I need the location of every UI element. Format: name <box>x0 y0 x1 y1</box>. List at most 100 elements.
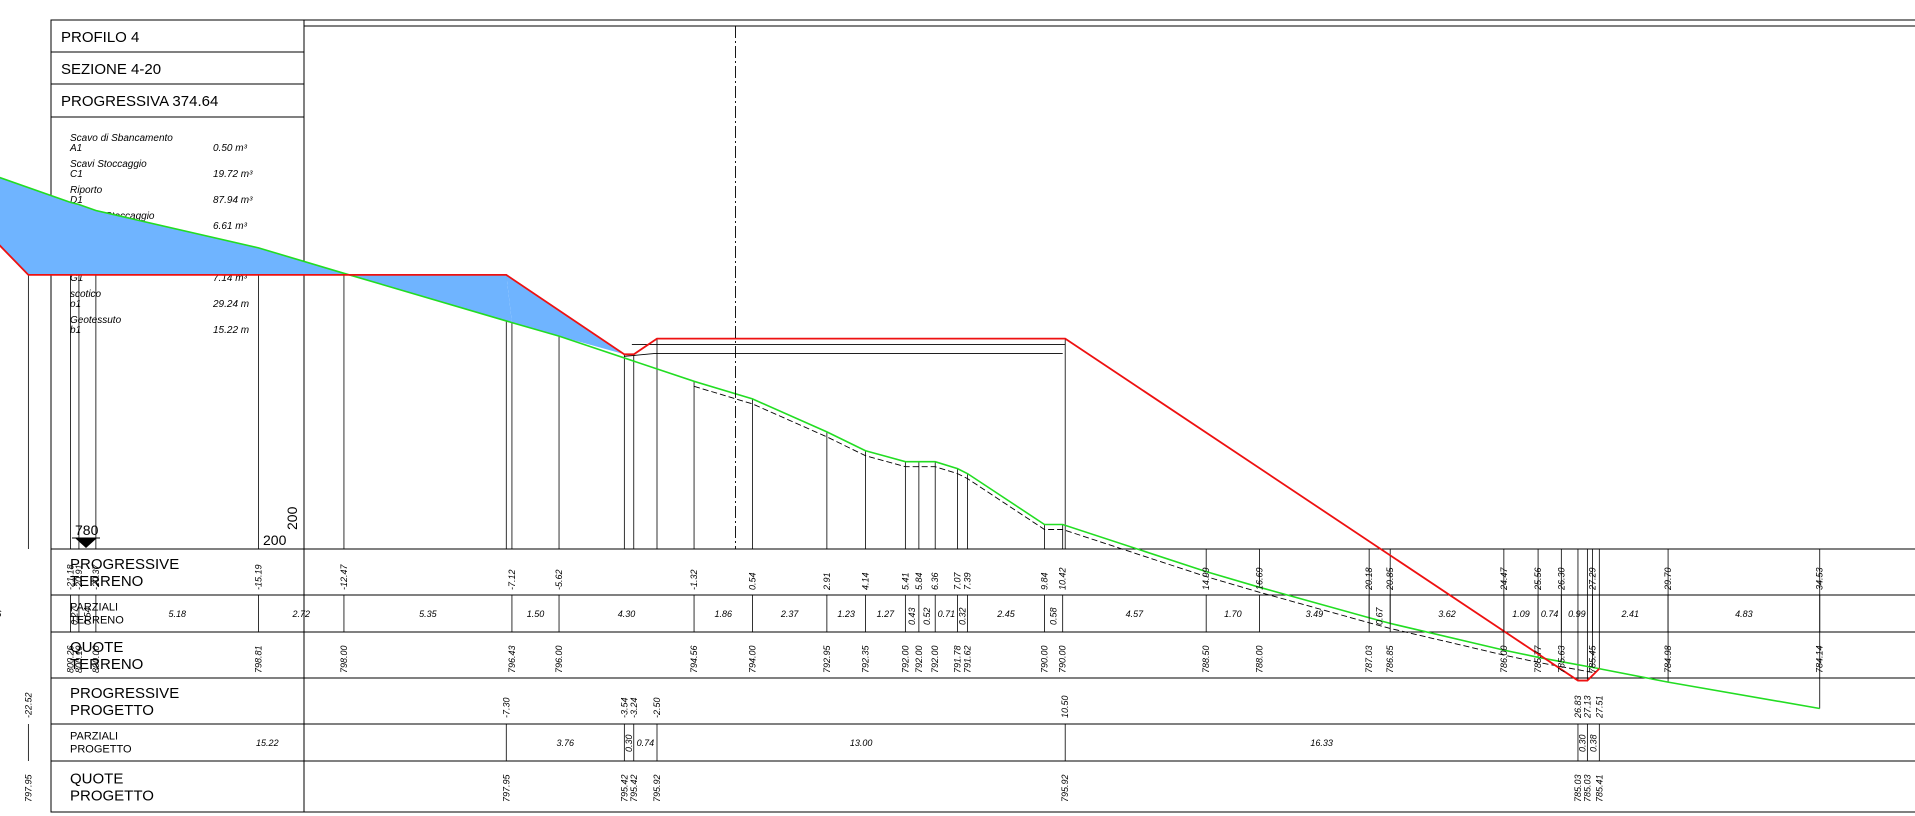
terrain-elevation: 796.43 <box>507 645 517 673</box>
terrain-elevation: 788.00 <box>1255 645 1265 673</box>
project-partial: 13.00 <box>850 738 873 748</box>
terrain-elevation: 787.03 <box>1364 645 1374 673</box>
terrain-progressive: -15.19 <box>254 564 264 590</box>
terrain-progressive: -12.47 <box>339 563 349 590</box>
legend-value: 6.61 m³ <box>213 221 248 232</box>
terrain-elevation: 785.63 <box>1556 645 1566 673</box>
terrain-partial: 2.72 <box>291 609 310 619</box>
project-elevation: 795.42 <box>629 774 639 802</box>
terrain-partial: 0.43 <box>907 607 917 625</box>
terrain-progressive: 7.39 <box>963 572 973 590</box>
profile-geometry <box>0 26 1820 710</box>
legend-code: b1 <box>70 325 81 336</box>
terrain-partial: 1.27 <box>877 609 896 619</box>
row-label: TERRENO <box>70 656 143 673</box>
legend-value: 87.94 m³ <box>213 195 253 206</box>
project-progressive: -22.52 <box>23 692 33 718</box>
terrain-progressive: 2.91 <box>822 572 832 591</box>
terrain-line <box>0 176 1820 710</box>
project-partial: 0.30 <box>1578 734 1588 752</box>
terrain-partial: 1.09 <box>1512 609 1530 619</box>
terrain-elevation: 791.78 <box>952 645 962 673</box>
project-partial: 0.74 <box>637 738 655 748</box>
row-label: PARZIALI <box>70 602 118 614</box>
project-elevation: 795.92 <box>1060 774 1070 802</box>
terrain-partial: 5.35 <box>419 609 438 619</box>
project-partial: 0.38 <box>1588 734 1598 752</box>
terrain-progressive: 26.30 <box>1556 567 1566 591</box>
cut-area <box>506 274 625 355</box>
terrain-partial: 2.45 <box>996 609 1016 619</box>
terrain-progressive: 25.56 <box>1533 567 1543 591</box>
terrain-partial: 0.99 <box>1568 609 1586 619</box>
terrain-partial: 1.23 <box>837 609 855 619</box>
legend-value: 7.14 m³ <box>213 273 248 284</box>
row-label: QUOTE <box>70 771 123 788</box>
legend-value: 19.72 m³ <box>213 169 253 180</box>
terrain-partial: 4.57 <box>1126 609 1145 619</box>
terrain-partial: 4.96 <box>0 609 1 619</box>
row-label: PROGETTO <box>70 744 132 756</box>
terrain-elevation: 796.00 <box>554 645 564 673</box>
terrain-elevation: 792.00 <box>900 645 910 673</box>
terrain-progressive: 16.69 <box>1255 567 1265 590</box>
terrain-progressive: 9.84 <box>1039 572 1049 590</box>
terrain-partial: 1.70 <box>1224 609 1242 619</box>
row-label: PROGETTO <box>70 702 154 719</box>
subgrade-line <box>693 385 1593 673</box>
legend-label: Scavi Stoccaggio <box>70 159 147 170</box>
terrain-partial: 0.32 <box>958 607 968 625</box>
terrain-elevation: 798.00 <box>339 645 349 673</box>
terrain-partial: 0.71 <box>938 609 956 619</box>
legend-label: Scavo di Sbancamento <box>70 133 173 144</box>
project-partial: 15.22 <box>256 738 279 748</box>
terrain-partial: 3.49 <box>1306 609 1324 619</box>
terrain-partial: 0.67 <box>1375 606 1385 625</box>
terrain-partial: 0.27 <box>70 606 80 625</box>
legend-label: scotico <box>70 289 102 300</box>
terrain-progressive: 20.18 <box>1364 567 1374 591</box>
terrain-elevation: 784.98 <box>1663 645 1673 673</box>
terrain-progressive: 5.41 <box>900 572 910 590</box>
project-elevation: 795.42 <box>619 774 629 802</box>
project-elevation: 795.92 <box>652 774 662 802</box>
terrain-progressive: 29.70 <box>1663 567 1673 591</box>
terrain-progressive: 5.84 <box>914 572 924 590</box>
terrain-progressive: 6.36 <box>930 572 940 590</box>
project-progressive: 27.13 <box>1582 695 1592 719</box>
terrain-partial: 2.41 <box>1620 609 1639 619</box>
pavement-layer <box>624 353 1063 357</box>
row-label: PROGRESSIVE <box>70 685 179 702</box>
legend-label: Riporto <box>70 185 103 196</box>
terrain-elevation: 790.00 <box>1039 645 1049 673</box>
terrain-progressive: 34.53 <box>1815 567 1825 590</box>
row-label: PROGRESSIVE <box>70 556 179 573</box>
project-partial: 0.30 <box>624 734 634 752</box>
terrain-progressive: -1.32 <box>689 569 699 590</box>
chainage-title: PROGRESSIVA 374.64 <box>61 93 218 110</box>
terrain-elevation: 790.00 <box>1058 645 1068 673</box>
terrain-progressive: 14.99 <box>1201 567 1211 590</box>
terrain-elevation: 792.95 <box>822 644 832 673</box>
terrain-elevation: 792.00 <box>930 645 940 673</box>
data-rows: -30.00803.23-26.80802.00-26.58802.00-26.… <box>0 563 1825 802</box>
project-progressive: 27.51 <box>1594 695 1604 719</box>
legend-value: 29.24 m <box>212 299 249 310</box>
legend-value: 0.50 m³ <box>213 143 248 154</box>
terrain-elevation: 784.14 <box>1815 645 1825 673</box>
cut-area <box>0 177 512 323</box>
terrain-partial: 2.37 <box>780 609 800 619</box>
terrain-progressive: -5.62 <box>554 569 564 590</box>
project-elevation: 785.41 <box>1594 774 1604 802</box>
terrain-partial: 3.62 <box>1438 609 1456 619</box>
row-label: TERRENO <box>70 615 124 627</box>
terrain-progressive: 4.14 <box>860 572 870 590</box>
terrain-partial: 1.86 <box>714 609 732 619</box>
terrain-partial: 0.54 <box>82 607 92 625</box>
terrain-elevation: 786.00 <box>1499 645 1509 673</box>
terrain-partial: 1.50 <box>527 609 545 619</box>
project-progressive: -3.54 <box>619 697 629 718</box>
terrain-progressive: 10.42 <box>1058 567 1068 590</box>
project-elevation: 797.95 <box>23 773 33 802</box>
